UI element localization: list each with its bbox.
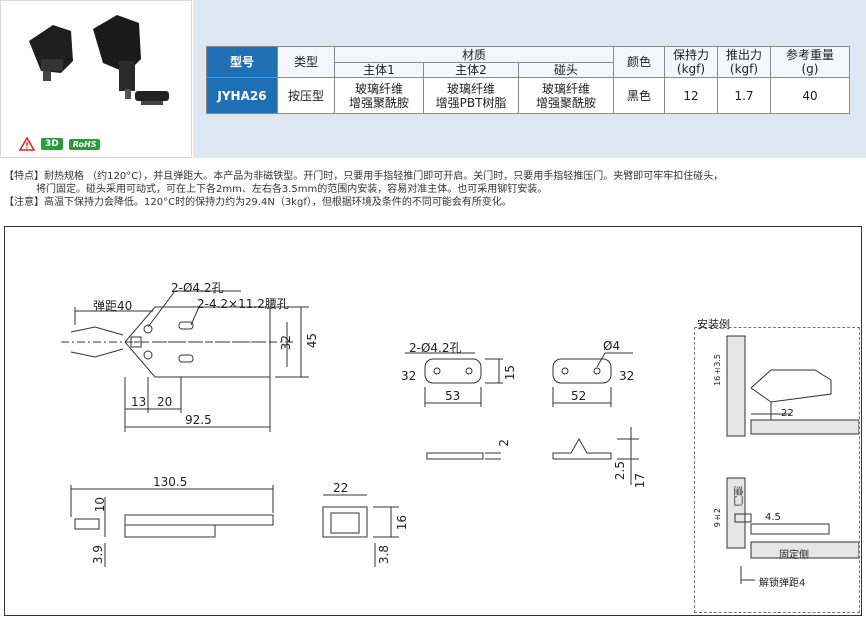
end-dim-3-8: 3.8 bbox=[377, 545, 391, 565]
cell-main1-b: 增强聚酰胺 bbox=[348, 95, 409, 110]
strike2-hole-label: Ø4 bbox=[603, 339, 621, 353]
strike-side-dim-2: 2 bbox=[497, 439, 511, 447]
header-weight: 参考重量 (g) bbox=[770, 46, 850, 78]
note-features: 【特点】耐热规格 （约120°C），并且弹距大。本产品为非磁铁型。开门时，只要用… bbox=[4, 171, 724, 182]
header-strike: 碰头 bbox=[518, 62, 614, 78]
header-type: 类型 bbox=[277, 46, 335, 78]
cell-hold: 12 bbox=[664, 77, 718, 114]
main-stroke-label: 弹距40 bbox=[93, 299, 133, 313]
main-dim-13: 13 bbox=[131, 395, 147, 409]
end-dim-16: 16 bbox=[395, 515, 409, 531]
badge-3d[interactable]: 3D bbox=[41, 138, 63, 150]
note-features-cont: 将门固定。碰头采用可动式，可在上下各2mm、左右各3.5mm的范围内安装，容易对… bbox=[36, 184, 548, 195]
cell-main2-a: 玻璃纤维 bbox=[446, 81, 495, 96]
install-release-label: 解锁弹距4 bbox=[759, 578, 806, 589]
strike-dim-15: 15 bbox=[503, 365, 517, 381]
header-color: 颜色 bbox=[613, 46, 665, 78]
strike-side-dim-17: 17 bbox=[633, 473, 647, 489]
install-dim-22: 22 bbox=[781, 408, 794, 419]
cell-push: 1.7 bbox=[717, 77, 771, 114]
side-dim-130-5: 130.5 bbox=[153, 475, 188, 489]
cell-weight: 40 bbox=[770, 77, 850, 114]
header-push: 推出力 (kgf) bbox=[717, 46, 771, 78]
notes: 【特点】耐热规格 （约120°C），并且弹距大。本产品为非磁铁型。开门时，只要用… bbox=[4, 170, 854, 209]
header-hold-l2: (kgf) bbox=[676, 62, 706, 76]
install-door-label: 门侧 bbox=[735, 486, 746, 506]
header-main1: 主体1 bbox=[334, 62, 424, 78]
header-model: 型号 bbox=[206, 46, 278, 78]
end-dim-22: 22 bbox=[333, 481, 349, 495]
cell-main2-b: 增强PBT树脂 bbox=[435, 95, 507, 110]
drawing-lines bbox=[61, 290, 639, 567]
cell-color: 黑色 bbox=[613, 77, 665, 114]
spec-table: 型号 类型 材质 颜色 保持力 (kgf) 推出力 (kgf) 参考重量 (g)… bbox=[206, 46, 850, 114]
install-dim-4-5: 4.5 bbox=[765, 512, 781, 523]
strike-hole-label: 2-Ø4.2孔 bbox=[409, 341, 462, 355]
install-fixed-label: 固定侧 bbox=[779, 550, 809, 561]
install-example-panel: 安装例 16±3.5 22 门侧 9±2 4.5 固定侧 解锁弹距4 bbox=[694, 318, 860, 613]
strike2-dim-52: 52 bbox=[571, 389, 587, 403]
header-weight-l1: 参考重量 bbox=[785, 48, 834, 62]
note-caution: 【注意】高温下保持力会降低。120°C时的保持力约为29.4N（3kgf），但根… bbox=[4, 197, 512, 208]
badge-rohs: RoHS bbox=[68, 138, 101, 150]
main-dim-45: 45 bbox=[305, 333, 319, 349]
main-dim-92-5: 92.5 bbox=[185, 413, 212, 427]
cell-strike-a: 玻璃纤维 bbox=[541, 81, 590, 96]
technical-drawing: 2-Ø4.2孔 2-4.2×11.2腰孔 弹距40 32 45 13 20 92… bbox=[4, 226, 862, 616]
cell-strike-b: 增强聚酰胺 bbox=[535, 95, 596, 110]
product-photo-box: 3D RoHS bbox=[0, 0, 192, 158]
header-weight-l2: (g) bbox=[801, 62, 819, 76]
strike-side-dim-2-5: 2.5 bbox=[613, 461, 627, 481]
certification-badges: 3D RoHS bbox=[19, 137, 101, 151]
cell-type: 按压型 bbox=[277, 77, 335, 114]
header-main2: 主体2 bbox=[423, 62, 519, 78]
main-dim-20: 20 bbox=[157, 395, 173, 409]
side-dim-10: 10 bbox=[93, 497, 107, 513]
install-drawing bbox=[726, 335, 859, 584]
install-dim-16: 16±3.5 bbox=[713, 354, 722, 386]
header-push-l2: (kgf) bbox=[729, 62, 759, 76]
header-hold-l1: 保持力 bbox=[672, 48, 709, 62]
cell-strike: 玻璃纤维 增强聚酰胺 bbox=[518, 77, 614, 114]
cell-main1-a: 玻璃纤维 bbox=[354, 81, 403, 96]
main-slot-label: 2-4.2×11.2腰孔 bbox=[197, 297, 289, 311]
header-hold: 保持力 (kgf) bbox=[664, 46, 718, 78]
install-title: 安装例 bbox=[697, 318, 730, 331]
cell-main2: 玻璃纤维 增强PBT树脂 bbox=[423, 77, 519, 114]
latch-photo bbox=[29, 15, 169, 105]
warning-triangle-icon bbox=[19, 137, 35, 151]
strike-dim-53: 53 bbox=[445, 389, 461, 403]
header-push-l1: 推出力 bbox=[725, 48, 762, 62]
install-dim-9: 9±2 bbox=[713, 508, 722, 528]
main-dim-32: 32 bbox=[279, 335, 293, 351]
main-hole-label: 2-Ø4.2孔 bbox=[171, 281, 224, 295]
cell-model: JYHA26 bbox=[206, 77, 278, 114]
header-material: 材质 bbox=[334, 46, 614, 63]
cell-main1: 玻璃纤维 增强聚酰胺 bbox=[334, 77, 424, 114]
strike-dim-32: 32 bbox=[401, 369, 417, 383]
side-dim-3-9: 3.9 bbox=[91, 545, 105, 565]
strike2-dim-32: 32 bbox=[619, 369, 635, 383]
